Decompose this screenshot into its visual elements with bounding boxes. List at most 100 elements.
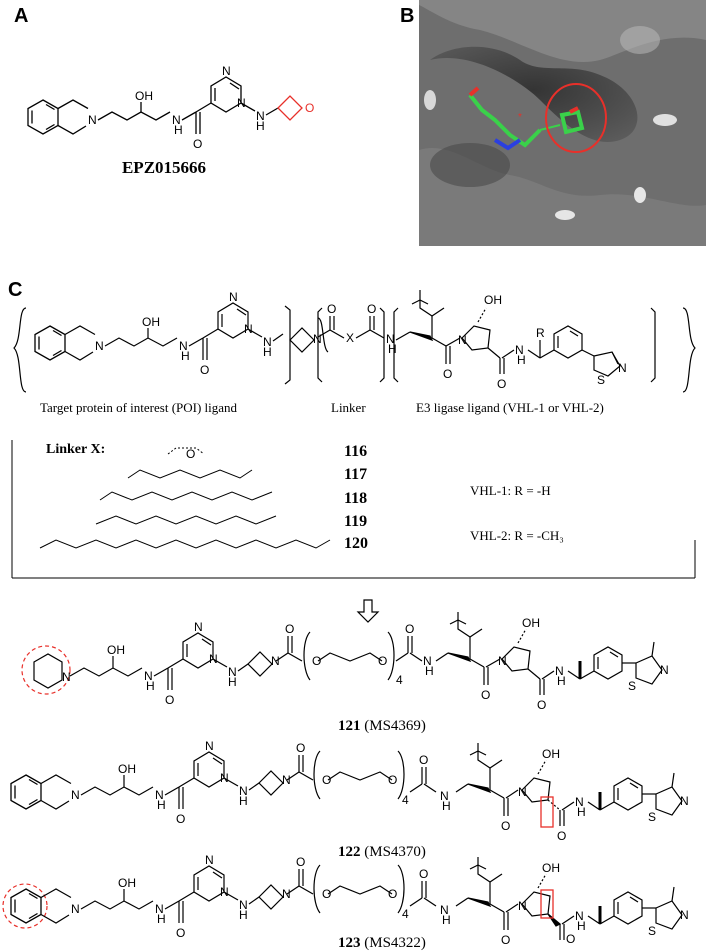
atom-o: O xyxy=(501,933,510,947)
atom-n: N xyxy=(222,64,231,78)
atom-n: N xyxy=(220,885,229,899)
svg-text:121 (MS4369): 121 (MS4369) xyxy=(338,718,426,734)
atom-n: N xyxy=(575,909,584,923)
atom-n: N xyxy=(256,109,265,123)
atom-n: N xyxy=(440,789,449,803)
atom-n: N xyxy=(209,652,218,666)
atom-oh: OH xyxy=(118,762,136,776)
atom-o: O xyxy=(322,773,331,787)
atom-n: N xyxy=(518,899,527,913)
atom-s: S xyxy=(648,924,656,938)
atom-n: N xyxy=(282,887,291,901)
atom-o: O xyxy=(327,302,336,316)
atom-n: N xyxy=(271,654,280,668)
atom-n: N xyxy=(229,290,238,304)
atom-o: O xyxy=(537,698,546,712)
atom-n: N xyxy=(95,339,104,353)
atom-n: N xyxy=(144,669,153,683)
atom-h: H xyxy=(442,799,451,813)
atom-o: O xyxy=(296,741,305,755)
atom-n: N xyxy=(440,903,449,917)
atom-n: N xyxy=(313,332,322,346)
atom-h: H xyxy=(256,119,265,133)
structure-epz015666 xyxy=(27,76,303,135)
vhl2-definition: VHL-2: R = -CH₃ xyxy=(470,528,564,543)
atom-o: O xyxy=(176,812,185,826)
linker-number-120: 120 xyxy=(344,535,368,552)
linker-number-118: 118 xyxy=(344,490,367,507)
atom-n: N xyxy=(423,654,432,668)
atom-n: N xyxy=(660,663,669,677)
atom-h: H xyxy=(146,679,155,693)
compound-label-122: 122 (MS4370) xyxy=(338,844,426,860)
caption-e3-ligand: E3 ligase ligand (VHL-1 or VHL-2) xyxy=(416,400,604,415)
atom-o: O xyxy=(165,693,174,707)
atom-oh: OH xyxy=(542,747,560,761)
atom-r: R xyxy=(536,326,545,340)
atom-oh: OH xyxy=(484,293,502,307)
atom-o: O xyxy=(296,855,305,869)
atom-n: N xyxy=(575,795,584,809)
atom-oh: OH xyxy=(522,616,540,630)
atom-h: H xyxy=(174,123,183,137)
atom-o: O xyxy=(419,753,428,767)
general-protac-structure xyxy=(13,290,696,393)
arrow-down-icon xyxy=(356,599,380,623)
atom-h: H xyxy=(577,805,586,819)
linker-x-label: Linker X: xyxy=(46,442,105,457)
atom-o: O xyxy=(176,926,185,940)
atom-n: N xyxy=(62,670,71,684)
atom-n: N xyxy=(386,332,395,346)
atom-o: O xyxy=(312,654,321,668)
atom-n: N xyxy=(71,788,80,802)
structure-121 xyxy=(21,612,663,695)
linker-number-119: 119 xyxy=(344,513,367,530)
atom-o: O xyxy=(481,688,490,702)
atom-n: N xyxy=(282,773,291,787)
atom-o: O xyxy=(501,819,510,833)
atom-n: N xyxy=(179,339,188,353)
svg-text:*: * xyxy=(518,112,522,123)
peg-subscript: 4 xyxy=(402,793,409,807)
atom-o: O xyxy=(186,447,195,461)
atom-o: O xyxy=(193,137,202,151)
atom-h: H xyxy=(577,919,586,933)
compound-label-121: 121 (MS4369) xyxy=(338,718,426,734)
protein-surface-image: * xyxy=(419,0,706,246)
atom-n: N xyxy=(680,794,689,808)
atom-n: N xyxy=(220,771,229,785)
atom-o: O xyxy=(497,377,506,391)
atom-n: N xyxy=(515,343,524,357)
caption-linker: Linker xyxy=(331,400,366,415)
linker-number-116: 116 xyxy=(344,443,367,460)
compound-number-123: 123 xyxy=(338,935,361,951)
compound-label-123: 123 (MS4322) xyxy=(338,935,426,951)
atom-n: N xyxy=(618,361,627,375)
atom-h: H xyxy=(181,349,190,363)
atom-oh: OH xyxy=(118,876,136,890)
atom-n: N xyxy=(518,785,527,799)
compound-code-122: (MS4370) xyxy=(364,844,426,860)
compound-name-epz015666: EPZ015666 xyxy=(122,158,206,177)
atom-h: H xyxy=(239,908,248,922)
atom-o: O xyxy=(388,773,397,787)
linker-box xyxy=(11,440,696,579)
structure-123 xyxy=(2,857,683,940)
atom-oh: OH xyxy=(142,315,160,329)
atom-n: N xyxy=(71,902,80,916)
compound-number-121: 121 xyxy=(338,718,361,734)
atom-h: H xyxy=(157,912,166,926)
atom-s: S xyxy=(597,373,605,387)
atom-h: H xyxy=(263,345,272,359)
atom-o: O xyxy=(285,622,294,636)
compound-code-121: (MS4369) xyxy=(364,718,426,734)
atom-n: N xyxy=(194,620,203,634)
atom-n: N xyxy=(155,788,164,802)
peg-subscript: 4 xyxy=(402,907,409,921)
atom-o: O xyxy=(557,829,566,843)
atom-n: N xyxy=(88,113,97,127)
atom-h: H xyxy=(239,794,248,808)
atom-h: H xyxy=(442,913,451,927)
atom-o: O xyxy=(378,654,387,668)
